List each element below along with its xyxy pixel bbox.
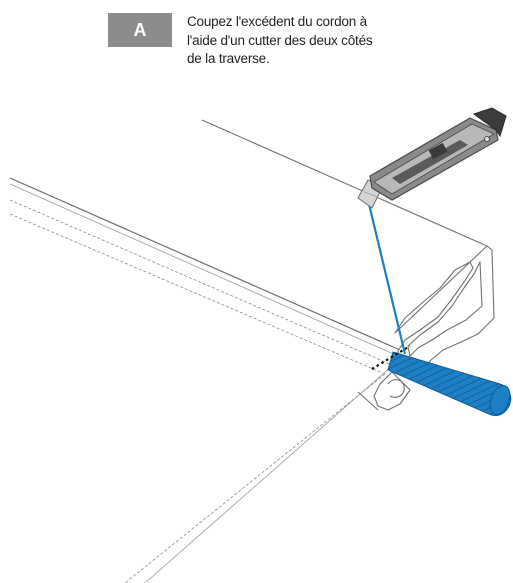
rail-end-profile [394,245,495,379]
rail-hook [387,379,405,398]
rail-profile [201,119,495,411]
cut-line [371,345,411,370]
blind-panel [9,177,401,583]
knife-screw [484,136,490,142]
blue-cord [387,351,512,417]
utility-knife-icon [357,107,507,209]
rail-top-edge [201,119,488,247]
knife-guide-line [366,199,407,355]
step-letter: A [133,19,147,40]
panel-top-edge-inner [9,183,399,357]
panel-dashed-edge [9,199,393,366]
panel-dashed-edge-2 [9,213,386,375]
knife-cap [472,107,507,138]
panel-dashed-drop [124,373,386,583]
rail-inner-groove [407,261,483,357]
cord-end [489,385,511,415]
knife-slider [428,142,448,160]
panel-drop-edge [144,365,393,583]
instruction-text: Coupez l'excédent du cordon à l'aide d'u… [187,14,373,66]
knife-slider-track [392,140,468,184]
step-badge: A [108,13,172,47]
panel-top-edge [9,177,401,351]
